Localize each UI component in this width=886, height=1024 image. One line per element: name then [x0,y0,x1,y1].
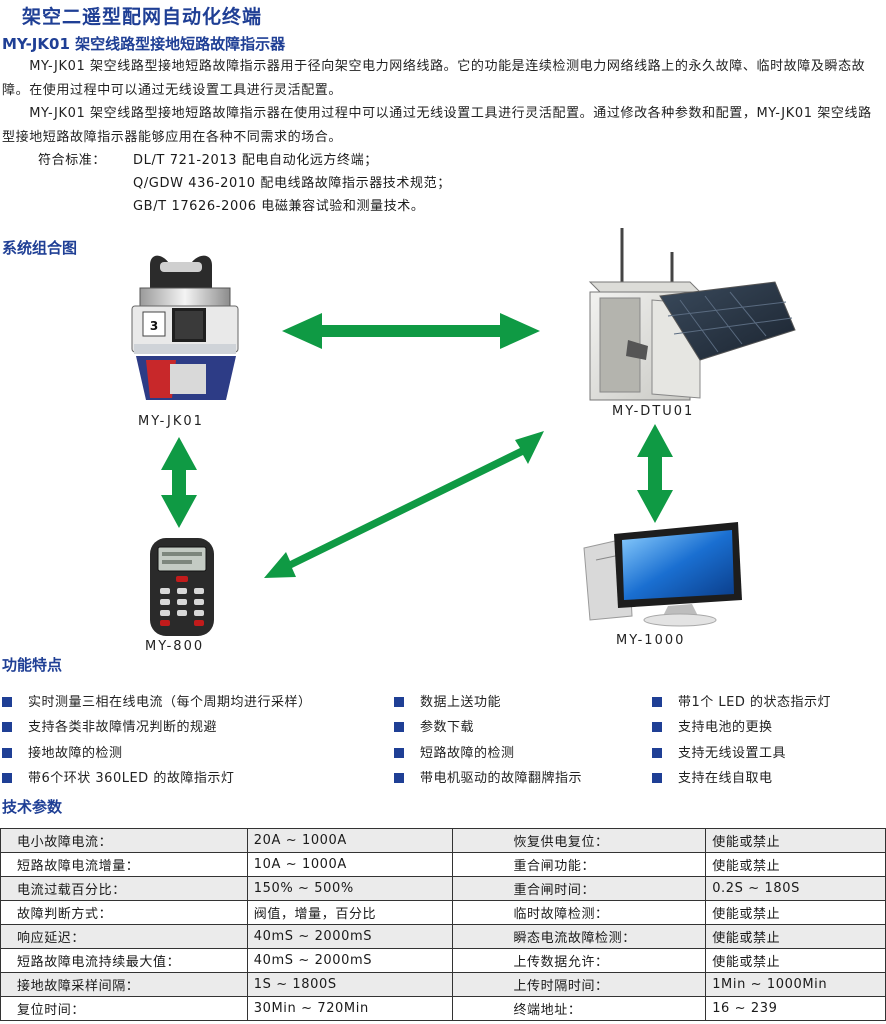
param-value: 使能或禁止 [705,924,886,949]
table-row: 电流过载百分比： 150% ~ 500% 重合闸时间： 0.2S ~ 180S [0,876,886,901]
bullet-icon [394,773,404,783]
device-label-dtu: MY-DTU01 [612,404,695,419]
param-name: 临时故障检测： [452,900,707,925]
feature-item: 带6个环状 360LED 的故障指示灯 [2,767,234,786]
bullet-icon [394,748,404,758]
tech-params-table: 电小故障电流： 20A ~ 1000A 恢复供电复位： 使能或禁止 短路故障电流… [0,828,886,1021]
param-value: 20A ~ 1000A [246,828,454,853]
param-name: 响应延迟： [0,924,248,949]
feature-item: 接地故障的检测 [2,742,123,761]
feature-item: 实时测量三相在线电流（每个周期均进行采样） [2,691,312,710]
standard-item: DL/T 721-2013 配电自动化远方终端； [133,153,378,168]
bullet-icon [652,773,662,783]
standards-label: 符合标准： [38,153,107,168]
param-value: 使能或禁止 [705,852,886,877]
table-row: 短路故障电流增量： 10A ~ 1000A 重合闸功能： 使能或禁止 [0,852,886,877]
bullet-icon [652,697,662,707]
feature-item: 数据上送功能 [394,691,501,710]
param-value: 40mS ~ 2000mS [246,948,454,973]
param-value: 1S ~ 1800S [246,972,454,997]
param-value: 16 ~ 239 [705,996,886,1021]
param-name: 终端地址： [452,996,707,1021]
feature-item: 短路故障的检测 [394,742,515,761]
feature-item: 带1个 LED 的状态指示灯 [652,691,831,710]
param-name: 重合闸时间： [452,876,707,901]
intro-paragraph-2: MY-JK01 架空线路型接地短路故障指示器在使用过程中可以通过无线设置工具进行… [2,106,872,145]
table-row: 故障判断方式： 阀值，增量，百分比 临时故障检测： 使能或禁止 [0,900,886,925]
table-row: 电小故障电流： 20A ~ 1000A 恢复供电复位： 使能或禁止 [0,828,886,853]
device-label-indicator: MY-JK01 [138,414,204,429]
param-name: 上传数据允许： [452,948,707,973]
link-arrow-dtu-handheld [264,431,544,578]
indicator-device-icon [131,255,239,400]
param-name: 电流过载百分比： [0,876,248,901]
link-arrow-indicator-handheld [161,437,197,528]
tech-heading: 技术参数 [2,798,63,816]
bullet-icon [2,748,12,758]
param-name: 短路故障电流持续最大值： [0,948,248,973]
param-value: 0.2S ~ 180S [705,876,886,901]
param-value: 阀值，增量，百分比 [246,900,454,925]
param-value: 使能或禁止 [705,900,886,925]
device-label-handheld: MY-800 [145,639,205,654]
param-name: 故障判断方式： [0,900,248,925]
bullet-icon [2,773,12,783]
product-subtitle: MY-JK01 架空线路型接地短路故障指示器 [2,35,286,53]
system-heading: 系统组合图 [2,239,78,257]
feature-item: 参数下载 [394,716,474,735]
param-value: 1Min ~ 1000Min [705,972,886,997]
param-name: 接地故障采样间隔： [0,972,248,997]
feature-item: 支持在线自取电 [652,767,773,786]
param-value: 使能或禁止 [705,828,886,853]
param-value: 30Min ~ 720Min [246,996,454,1021]
param-value: 150% ~ 500% [246,876,454,901]
bullet-icon [2,722,12,732]
standard-item: GB/T 17626-2006 电磁兼容试验和测量技术。 [133,199,425,214]
indicator-number: 3 [150,319,158,333]
table-row: 响应延迟： 40mS ~ 2000mS 瞬态电流故障检测： 使能或禁止 [0,924,886,949]
feature-item: 支持电池的更换 [652,716,773,735]
feature-item: 支持各类非故障情况判断的规避 [2,716,217,735]
param-value: 10A ~ 1000A [246,852,454,877]
param-name: 上传时隔时间： [452,972,707,997]
table-row: 复位时间： 30Min ~ 720Min 终端地址： 16 ~ 239 [0,996,886,1021]
computer-device-icon [583,522,742,627]
intro-paragraph-1: MY-JK01 架空线路型接地短路故障指示器用于径向架空电力网络线路。它的功能是… [2,59,866,98]
bullet-icon [394,722,404,732]
param-name: 电小故障电流： [0,828,248,853]
bullet-icon [394,697,404,707]
table-row: 短路故障电流持续最大值： 40mS ~ 2000mS 上传数据允许： 使能或禁止 [0,948,886,973]
features-heading: 功能特点 [2,656,63,674]
feature-item: 支持无线设置工具 [652,742,786,761]
param-name: 恢复供电复位： [452,828,707,853]
param-name: 瞬态电流故障检测： [452,924,707,949]
bullet-icon [2,697,12,707]
bullet-icon [652,722,662,732]
table-row: 接地故障采样间隔： 1S ~ 1800S 上传时隔时间： 1Min ~ 1000… [0,972,886,997]
link-arrow-dtu-computer [637,424,673,523]
bullet-icon [652,748,662,758]
param-name: 重合闸功能： [452,852,707,877]
param-name: 复位时间： [0,996,248,1021]
standard-item: Q/GDW 436-2010 配电线路故障指示器技术规范； [133,176,451,191]
param-name: 短路故障电流增量： [0,852,248,877]
link-arrow-indicator-dtu [282,313,540,349]
device-label-computer: MY-1000 [616,633,686,648]
handheld-device-icon [150,538,214,636]
system-diagram: 3 [131,228,796,636]
param-value: 使能或禁止 [705,948,886,973]
dtu-device-icon [588,228,796,401]
feature-item: 带电机驱动的故障翻牌指示 [394,767,582,786]
param-value: 40mS ~ 2000mS [246,924,454,949]
page-title: 架空二遥型配网自动化终端 [22,6,263,28]
